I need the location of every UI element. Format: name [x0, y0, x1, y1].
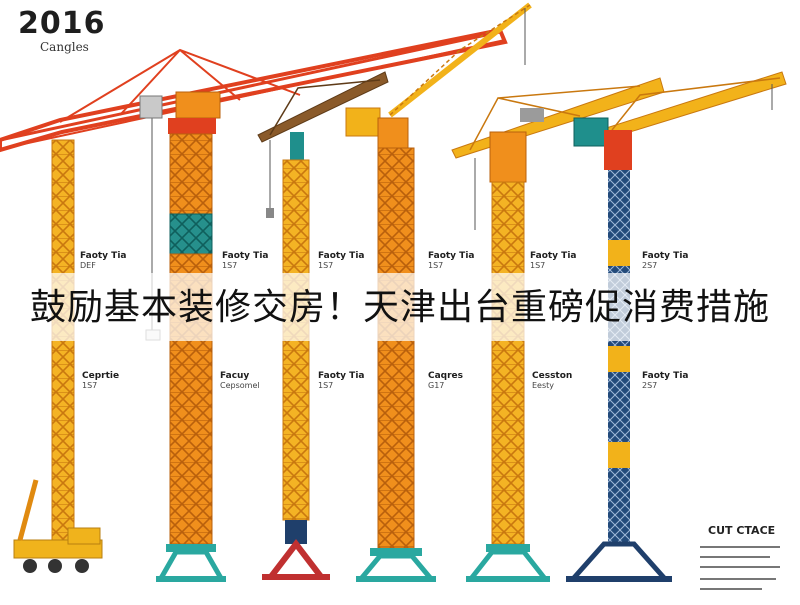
year-heading: 2016 — [18, 6, 106, 41]
legend-title: CUT CTACE — [708, 524, 776, 537]
crane-1 — [0, 27, 508, 573]
subtitle: Cangles — [40, 40, 89, 54]
headline-band — [0, 273, 800, 341]
legend-lines — [700, 546, 780, 590]
crane-4 — [345, 2, 532, 582]
crane-5 — [451, 77, 665, 582]
headline: 鼓励基本装修交房！天津出台重磅促消费措施 — [29, 287, 770, 328]
